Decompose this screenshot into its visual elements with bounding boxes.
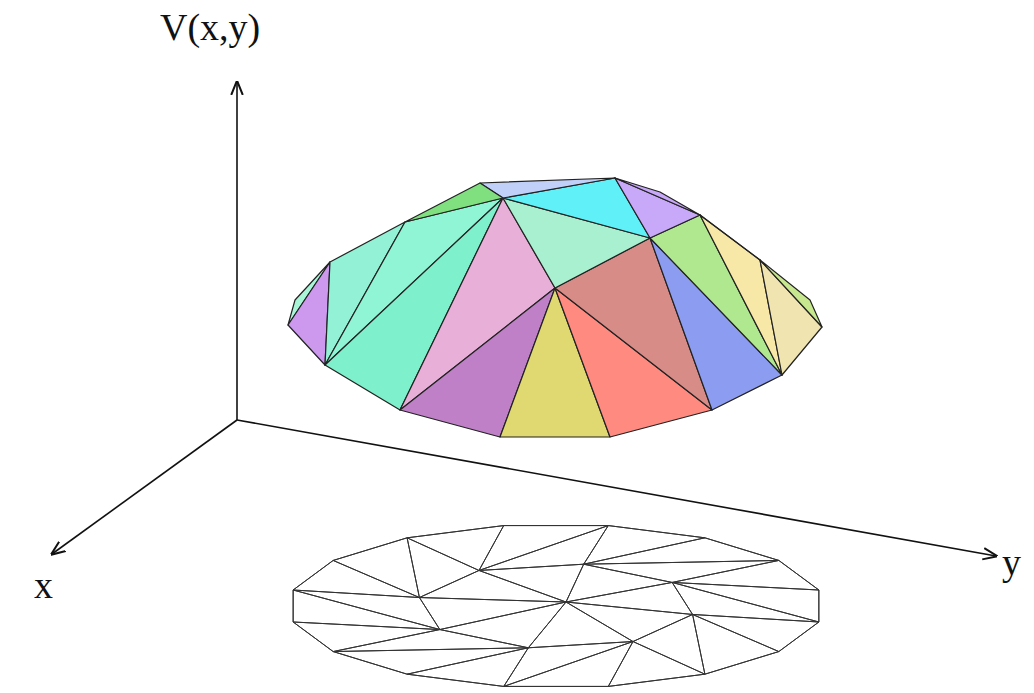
- x-axis: [52, 420, 237, 554]
- mesh-boundary: [293, 526, 819, 687]
- v-axis: [236, 82, 238, 420]
- mesh-triangle: [407, 538, 479, 598]
- mesh-triangle: [293, 622, 440, 652]
- mesh-triangle: [693, 614, 819, 651]
- mesh-triangle: [528, 602, 633, 648]
- axis-label: x: [34, 566, 53, 604]
- surface-facet: [615, 178, 700, 215]
- mesh-triangle: [407, 648, 528, 687]
- mesh-triangle: [333, 648, 528, 674]
- mesh-triangle: [293, 590, 440, 630]
- surface-facet: [288, 262, 330, 365]
- triangular-mesh: [293, 526, 819, 687]
- mesh-triangle: [672, 582, 819, 622]
- surface-facet: [700, 215, 760, 260]
- surface-facet: [650, 215, 782, 375]
- mesh-triangle: [633, 614, 705, 674]
- axis-label: y: [1002, 543, 1021, 581]
- mesh-triangle: [440, 602, 566, 648]
- mesh-triangle: [293, 590, 440, 630]
- mesh-triangle: [584, 526, 705, 565]
- mesh-triangle: [693, 614, 779, 674]
- mesh-triangle: [608, 642, 705, 687]
- mesh-triangle: [672, 560, 819, 590]
- mesh-triangle: [293, 560, 419, 597]
- mesh-triangle: [333, 538, 419, 598]
- axis-label: V(x,y): [160, 8, 260, 46]
- mesh-triangle: [333, 630, 528, 652]
- mesh-triangle: [566, 582, 693, 614]
- mesh-triangle: [479, 564, 584, 602]
- surface-facet: [480, 178, 615, 198]
- mesh-triangle: [419, 598, 566, 630]
- surface-facet: [760, 260, 822, 375]
- surface-facet: [760, 260, 822, 327]
- faceted-surface: [288, 178, 822, 437]
- mesh-triangle: [672, 582, 819, 622]
- surface-facet: [615, 178, 700, 238]
- mesh-triangle: [584, 560, 779, 582]
- mesh-triangle: [407, 526, 504, 571]
- axes: [52, 82, 996, 556]
- surface-facet: [405, 183, 503, 222]
- mesh-triangle: [584, 538, 779, 564]
- mesh-triangle: [566, 564, 672, 602]
